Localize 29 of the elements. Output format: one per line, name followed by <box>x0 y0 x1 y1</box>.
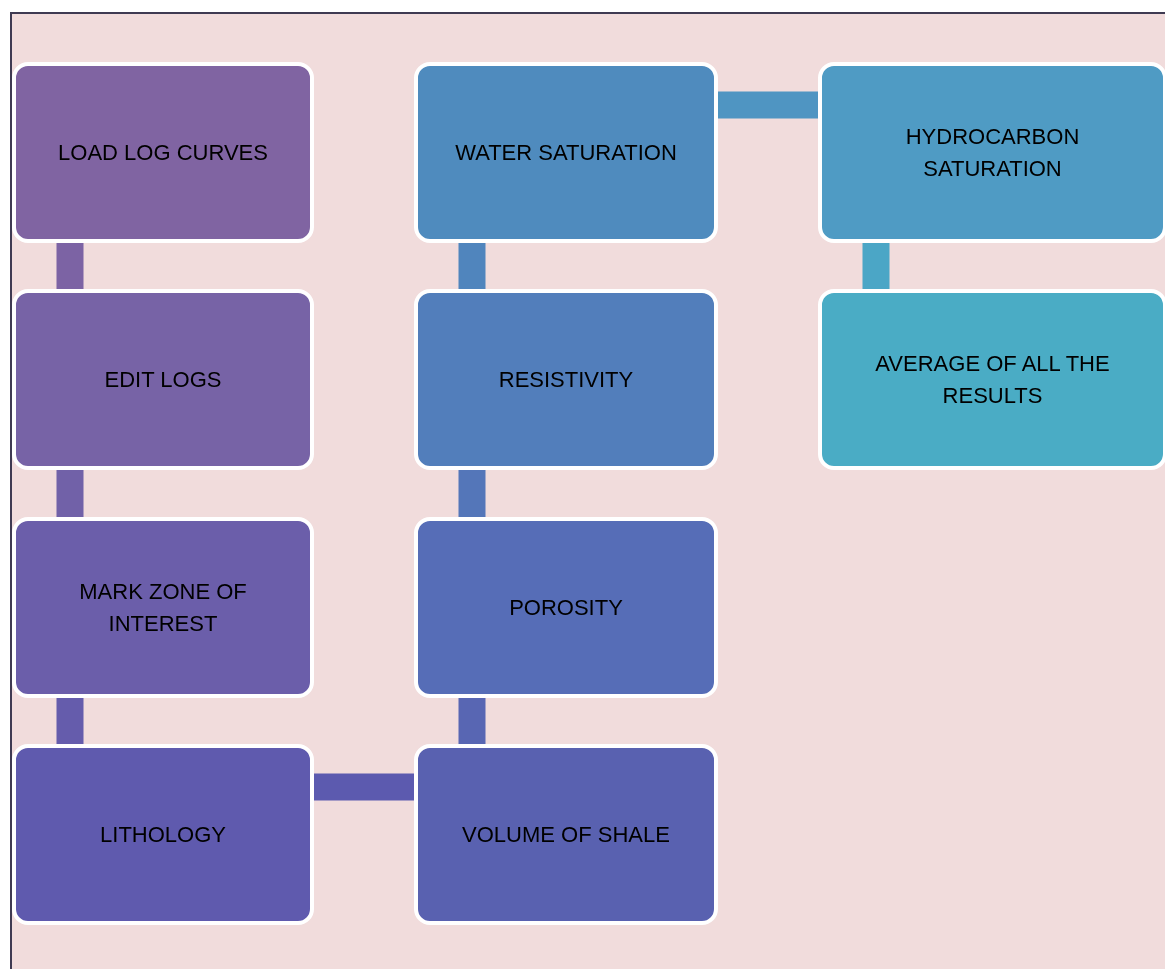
process-box <box>818 62 1167 243</box>
connector-bar <box>56 243 84 289</box>
process-box <box>12 62 314 243</box>
step-label: LOAD LOG CURVES <box>58 138 268 167</box>
process-box <box>12 289 314 470</box>
process-box <box>414 62 718 243</box>
process-box <box>12 744 314 925</box>
process-box <box>414 517 718 698</box>
connector-bar <box>458 470 486 517</box>
step-label: AVERAGE OF ALL THE RESULTS <box>874 349 1111 410</box>
step-label: RESISTIVITY <box>498 365 634 394</box>
step-label: WATER SATURATION <box>455 138 677 167</box>
process-box <box>12 517 314 698</box>
step-label: EDIT LOGS <box>104 365 222 394</box>
step-label: POROSITY <box>509 593 623 622</box>
step-label: LITHOLOGY <box>100 820 226 849</box>
connector-bar <box>862 243 890 289</box>
connector-bar <box>314 773 414 801</box>
connector-bar <box>458 698 486 744</box>
connector-bar <box>56 470 84 517</box>
process-box <box>414 289 718 470</box>
step-label: HYDROCARBON SATURATION <box>904 122 1081 183</box>
connector-bar <box>458 243 486 289</box>
step-label: MARK ZONE OF INTEREST <box>78 577 248 638</box>
connector-bar <box>56 698 84 744</box>
step-label: VOLUME OF SHALE <box>462 820 670 849</box>
process-box <box>818 289 1167 470</box>
connector-bar <box>718 91 818 119</box>
process-box <box>414 744 718 925</box>
